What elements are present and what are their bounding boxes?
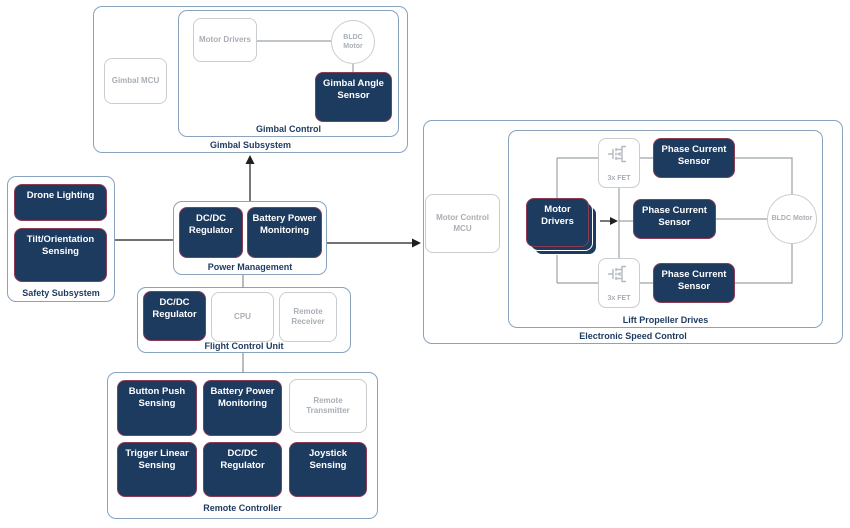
block-label: Button Push Sensing bbox=[128, 386, 186, 409]
block-label: CPU bbox=[234, 311, 251, 321]
mosfet-icon bbox=[608, 265, 626, 283]
block-trigger-linear-sensing[interactable]: Trigger Linear Sensing bbox=[117, 442, 197, 497]
block-label: Gimbal Angle Sensor bbox=[323, 78, 384, 101]
block-gimbal-mcu: Gimbal MCU bbox=[104, 58, 167, 104]
block-phase-current-sensor-top[interactable]: Phase Current Sensor bbox=[653, 138, 735, 178]
block-label: Drone Lighting bbox=[26, 190, 95, 201]
flight-control-unit-label: Flight Control Unit bbox=[204, 341, 284, 351]
block-label: Battery Power Monitoring bbox=[210, 386, 275, 409]
block-fet-top: 3x FET bbox=[598, 138, 640, 188]
remote-controller-label: Remote Controller bbox=[203, 503, 282, 513]
block-button-push-sensing[interactable]: Button Push Sensing bbox=[117, 380, 197, 436]
block-label: BLDC Motor bbox=[343, 33, 363, 50]
block-label: Motor Drivers bbox=[198, 34, 251, 44]
block-label: 3x FET bbox=[607, 294, 631, 302]
bldc-motor-circle-esc: BLDC Motor bbox=[767, 194, 817, 244]
block-fet-bottom: 3x FET bbox=[598, 258, 640, 308]
power-management-label: Power Management bbox=[207, 262, 293, 272]
block-label: Phase Current Sensor bbox=[642, 205, 707, 228]
block-label: DC/DC Regulator bbox=[188, 213, 234, 236]
block-battery-power-monitoring-rc[interactable]: Battery Power Monitoring bbox=[203, 380, 282, 436]
block-label: Battery Power Monitoring bbox=[252, 213, 317, 236]
block-label: DC/DC Regulator bbox=[220, 448, 265, 471]
block-dcdc-regulator-rc[interactable]: DC/DC Regulator bbox=[203, 442, 282, 497]
block-cpu: CPU bbox=[211, 292, 274, 342]
block-phase-current-sensor-bottom[interactable]: Phase Current Sensor bbox=[653, 263, 735, 303]
block-label: Phase Current Sensor bbox=[661, 269, 727, 292]
block-label: Gimbal MCU bbox=[111, 75, 160, 85]
block-label: Motor Drivers bbox=[541, 204, 574, 227]
block-dcdc-regulator-pm[interactable]: DC/DC Regulator bbox=[179, 207, 243, 258]
block-remote-transmitter: Remote Transmitter bbox=[289, 379, 367, 433]
block-label: BLDC Motor bbox=[771, 215, 813, 223]
block-drone-lighting[interactable]: Drone Lighting bbox=[14, 184, 107, 221]
electronic-speed-control-label: Electronic Speed Control bbox=[579, 331, 687, 341]
lift-propeller-drives-label: Lift Propeller Drives bbox=[622, 315, 709, 325]
gimbal-control-label: Gimbal Control bbox=[256, 124, 321, 134]
block-remote-receiver: Remote Receiver bbox=[279, 292, 337, 342]
block-label: Remote Receiver bbox=[291, 306, 325, 326]
block-dcdc-regulator-fcu[interactable]: DC/DC Regulator bbox=[143, 291, 206, 341]
block-label: Trigger Linear Sensing bbox=[125, 448, 189, 471]
block-label: 3x FET bbox=[607, 174, 631, 182]
mosfet-icon bbox=[608, 145, 626, 163]
block-label: DC/DC Regulator bbox=[152, 297, 197, 320]
block-motor-control-mcu: Motor Control MCU bbox=[425, 194, 500, 253]
block-gimbal-angle-sensor[interactable]: Gimbal Angle Sensor bbox=[315, 72, 392, 122]
block-label: Joystick Sensing bbox=[308, 448, 348, 471]
block-phase-current-sensor-middle[interactable]: Phase Current Sensor bbox=[633, 199, 716, 239]
block-tilt-orientation-sensing[interactable]: Tilt/Orientation Sensing bbox=[14, 228, 107, 282]
block-motor-drivers-gimbal: Motor Drivers bbox=[193, 18, 257, 62]
gimbal-subsystem-label: Gimbal Subsystem bbox=[209, 140, 292, 150]
block-battery-power-monitoring-pm[interactable]: Battery Power Monitoring bbox=[247, 207, 322, 258]
block-label: Tilt/Orientation Sensing bbox=[26, 234, 95, 257]
safety-subsystem-label: Safety Subsystem bbox=[22, 288, 100, 298]
block-label: Remote Transmitter bbox=[306, 395, 350, 415]
bldc-motor-circle-gimbal: BLDC Motor bbox=[331, 20, 375, 64]
block-label: Motor Control MCU bbox=[436, 213, 489, 233]
block-motor-drivers-esc[interactable]: Motor Drivers bbox=[526, 198, 589, 247]
block-label: Phase Current Sensor bbox=[661, 144, 727, 167]
block-joystick-sensing[interactable]: Joystick Sensing bbox=[289, 442, 367, 497]
